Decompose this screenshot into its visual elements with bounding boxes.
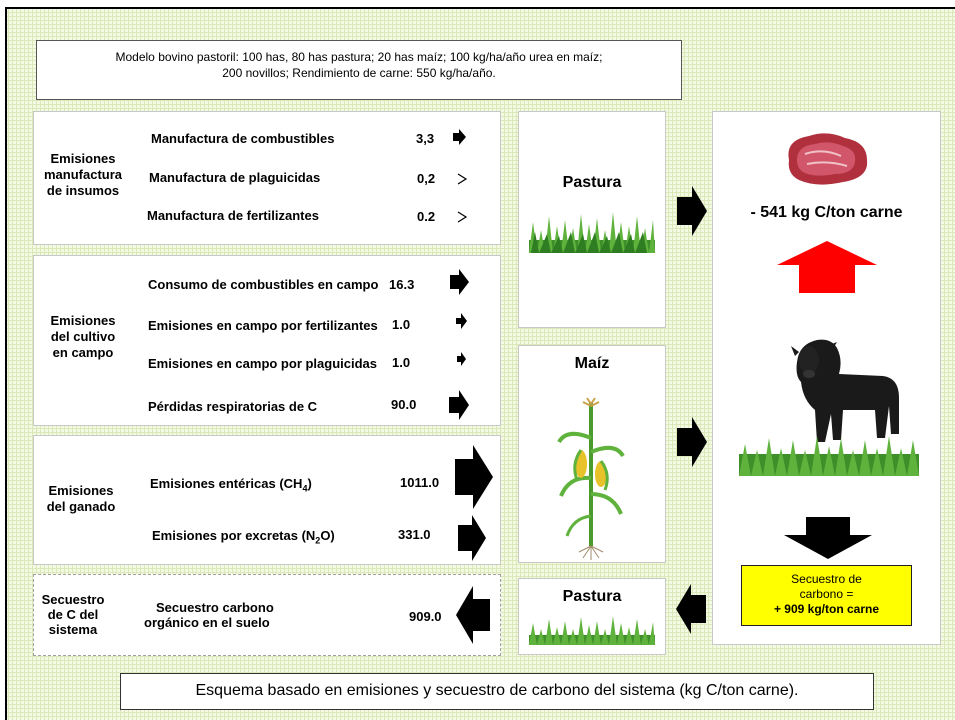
secuestro-value: 909.0 xyxy=(409,609,442,624)
arrow-right-icon xyxy=(455,445,493,509)
item-label-main: Emisiones entéricas (CH xyxy=(150,476,303,491)
item-label: Emisiones en campo por fertilizantes xyxy=(148,318,378,333)
crop-maiz-box: Maíz xyxy=(518,345,666,563)
item-value: 16.3 xyxy=(389,277,415,292)
group-ganado-title-line: del ganado xyxy=(46,499,116,514)
arrow-right-icon xyxy=(677,186,707,236)
cow-icon xyxy=(739,339,919,476)
arrow-right-icon xyxy=(456,313,467,329)
arrow-right-icon xyxy=(457,173,468,185)
item-label: Manufactura de combustibles xyxy=(151,131,335,146)
meat-icon xyxy=(788,133,868,185)
group-cultivo-title-line: en campo xyxy=(52,345,114,360)
grass-icon xyxy=(529,212,655,253)
arrow-right-icon xyxy=(458,515,486,561)
group-insumos-title-line: Emisiones xyxy=(50,151,116,166)
page-margin-left xyxy=(0,0,7,720)
sequestration-value: + 909 kg/ton carne xyxy=(773,602,880,616)
item-value: 1.0 xyxy=(392,317,411,332)
arrow-right-icon xyxy=(450,269,469,295)
model-description-line2: 200 novillos; Rendimiento de carne: 550 … xyxy=(222,66,496,80)
group-secuestro-title-line: sistema xyxy=(48,622,98,637)
frame-line-top xyxy=(5,7,955,9)
group-ganado-title-line: Emisiones xyxy=(48,483,114,498)
group-insumos-box: Emisiones manufactura de insumos Manufac… xyxy=(33,111,501,245)
arrow-left-icon xyxy=(456,586,490,644)
group-insumos-title: Emisiones manufactura de insumos xyxy=(40,151,126,199)
item-value: 1.0 xyxy=(392,355,411,370)
sequestration-line: carbono = xyxy=(799,587,854,601)
item-label-subscript: 2 xyxy=(315,535,321,546)
secuestro-item-label: Secuestro carbono orgánico en el suelo xyxy=(144,600,294,630)
arrow-right-icon xyxy=(677,417,707,467)
frame-line-left xyxy=(5,7,7,720)
group-cultivo-title: Emisiones del cultivo en campo xyxy=(40,313,126,361)
crop-pastura-bottom-label: Pastura xyxy=(562,588,622,605)
crop-pastura-bottom-box: Pastura xyxy=(518,578,666,655)
arrow-down-icon xyxy=(784,517,872,559)
grass-icon xyxy=(529,616,655,645)
group-secuestro-title: Secuestro de C del sistema xyxy=(36,592,110,637)
sequestration-line: Secuestro de xyxy=(791,572,862,586)
item-value: 0,2 xyxy=(417,171,436,186)
item-label: Manufactura de fertilizantes xyxy=(147,208,319,223)
sequestration-highlight-box: Secuestro de carbono = + 909 kg/ton carn… xyxy=(741,565,912,626)
arrow-right-icon xyxy=(453,129,466,145)
group-cultivo-title-line: del cultivo xyxy=(50,329,116,344)
item-label-end: ) xyxy=(307,476,312,491)
arrow-right-icon xyxy=(449,390,469,420)
crop-maiz-label: Maíz xyxy=(574,355,610,372)
item-label: Pérdidas respiratorias de C xyxy=(148,399,318,414)
corn-plant-icon xyxy=(557,397,625,560)
item-label-main: Emisiones por excretas (N xyxy=(152,528,316,543)
group-insumos-title-line: manufactura xyxy=(43,167,123,182)
item-label-subscript: 4 xyxy=(302,483,308,494)
model-description-line1: Modelo bovino pastoril: 100 has, 80 has … xyxy=(115,50,603,64)
item-label: Emisiones en campo por plaguicidas xyxy=(148,356,378,371)
group-ganado-title: Emisiones del ganado xyxy=(38,483,124,515)
group-cultivo-title-line: Emisiones xyxy=(50,313,116,328)
group-ganado-box: Emisiones del ganado Emisiones entéricas… xyxy=(33,435,501,565)
crop-pastura-box: Pastura xyxy=(518,111,666,328)
item-label: Emisiones por excretas (N2O) xyxy=(152,528,335,546)
item-label-end: O) xyxy=(320,528,335,543)
meat-emission-label: - 541 kg C/ton carne xyxy=(750,204,903,221)
model-description-box: Modelo bovino pastoril: 100 has, 80 has … xyxy=(36,40,682,100)
arrow-left-icon xyxy=(676,584,706,634)
arrow-right-icon xyxy=(457,211,468,223)
item-label: Consumo de combustibles en campo xyxy=(148,277,379,292)
group-secuestro-title-line: Secuestro xyxy=(41,592,105,607)
item-value: 90.0 xyxy=(391,397,417,412)
group-secuestro-box: Secuestro de C del sistema Secuestro car… xyxy=(33,574,501,656)
group-cultivo-box: Emisiones del cultivo en campo Consumo d… xyxy=(33,255,501,426)
group-insumos-title-line: de insumos xyxy=(46,183,120,198)
item-value: 3,3 xyxy=(416,131,435,146)
item-label: Emisiones entéricas (CH4) xyxy=(150,476,312,494)
item-value: 0.2 xyxy=(417,209,436,224)
crop-pastura-label: Pastura xyxy=(562,174,622,191)
item-label: Manufactura de plaguicidas xyxy=(149,170,321,185)
arrow-up-icon xyxy=(777,241,877,293)
secuestro-item-line: orgánico en el suelo xyxy=(144,615,270,630)
secuestro-item-line: Secuestro carbono xyxy=(156,600,274,615)
caption-text: Esquema basado en emisiones y secuestro … xyxy=(195,682,799,699)
caption-box: Esquema basado en emisiones y secuestro … xyxy=(120,673,874,710)
result-panel: - 541 kg C/ton carne xyxy=(712,111,941,645)
arrow-right-icon xyxy=(457,352,466,366)
item-value: 331.0 xyxy=(398,527,431,542)
page-margin-top xyxy=(0,0,955,9)
group-secuestro-title-line: de C del xyxy=(47,607,99,622)
item-value: 1011.0 xyxy=(400,475,440,490)
